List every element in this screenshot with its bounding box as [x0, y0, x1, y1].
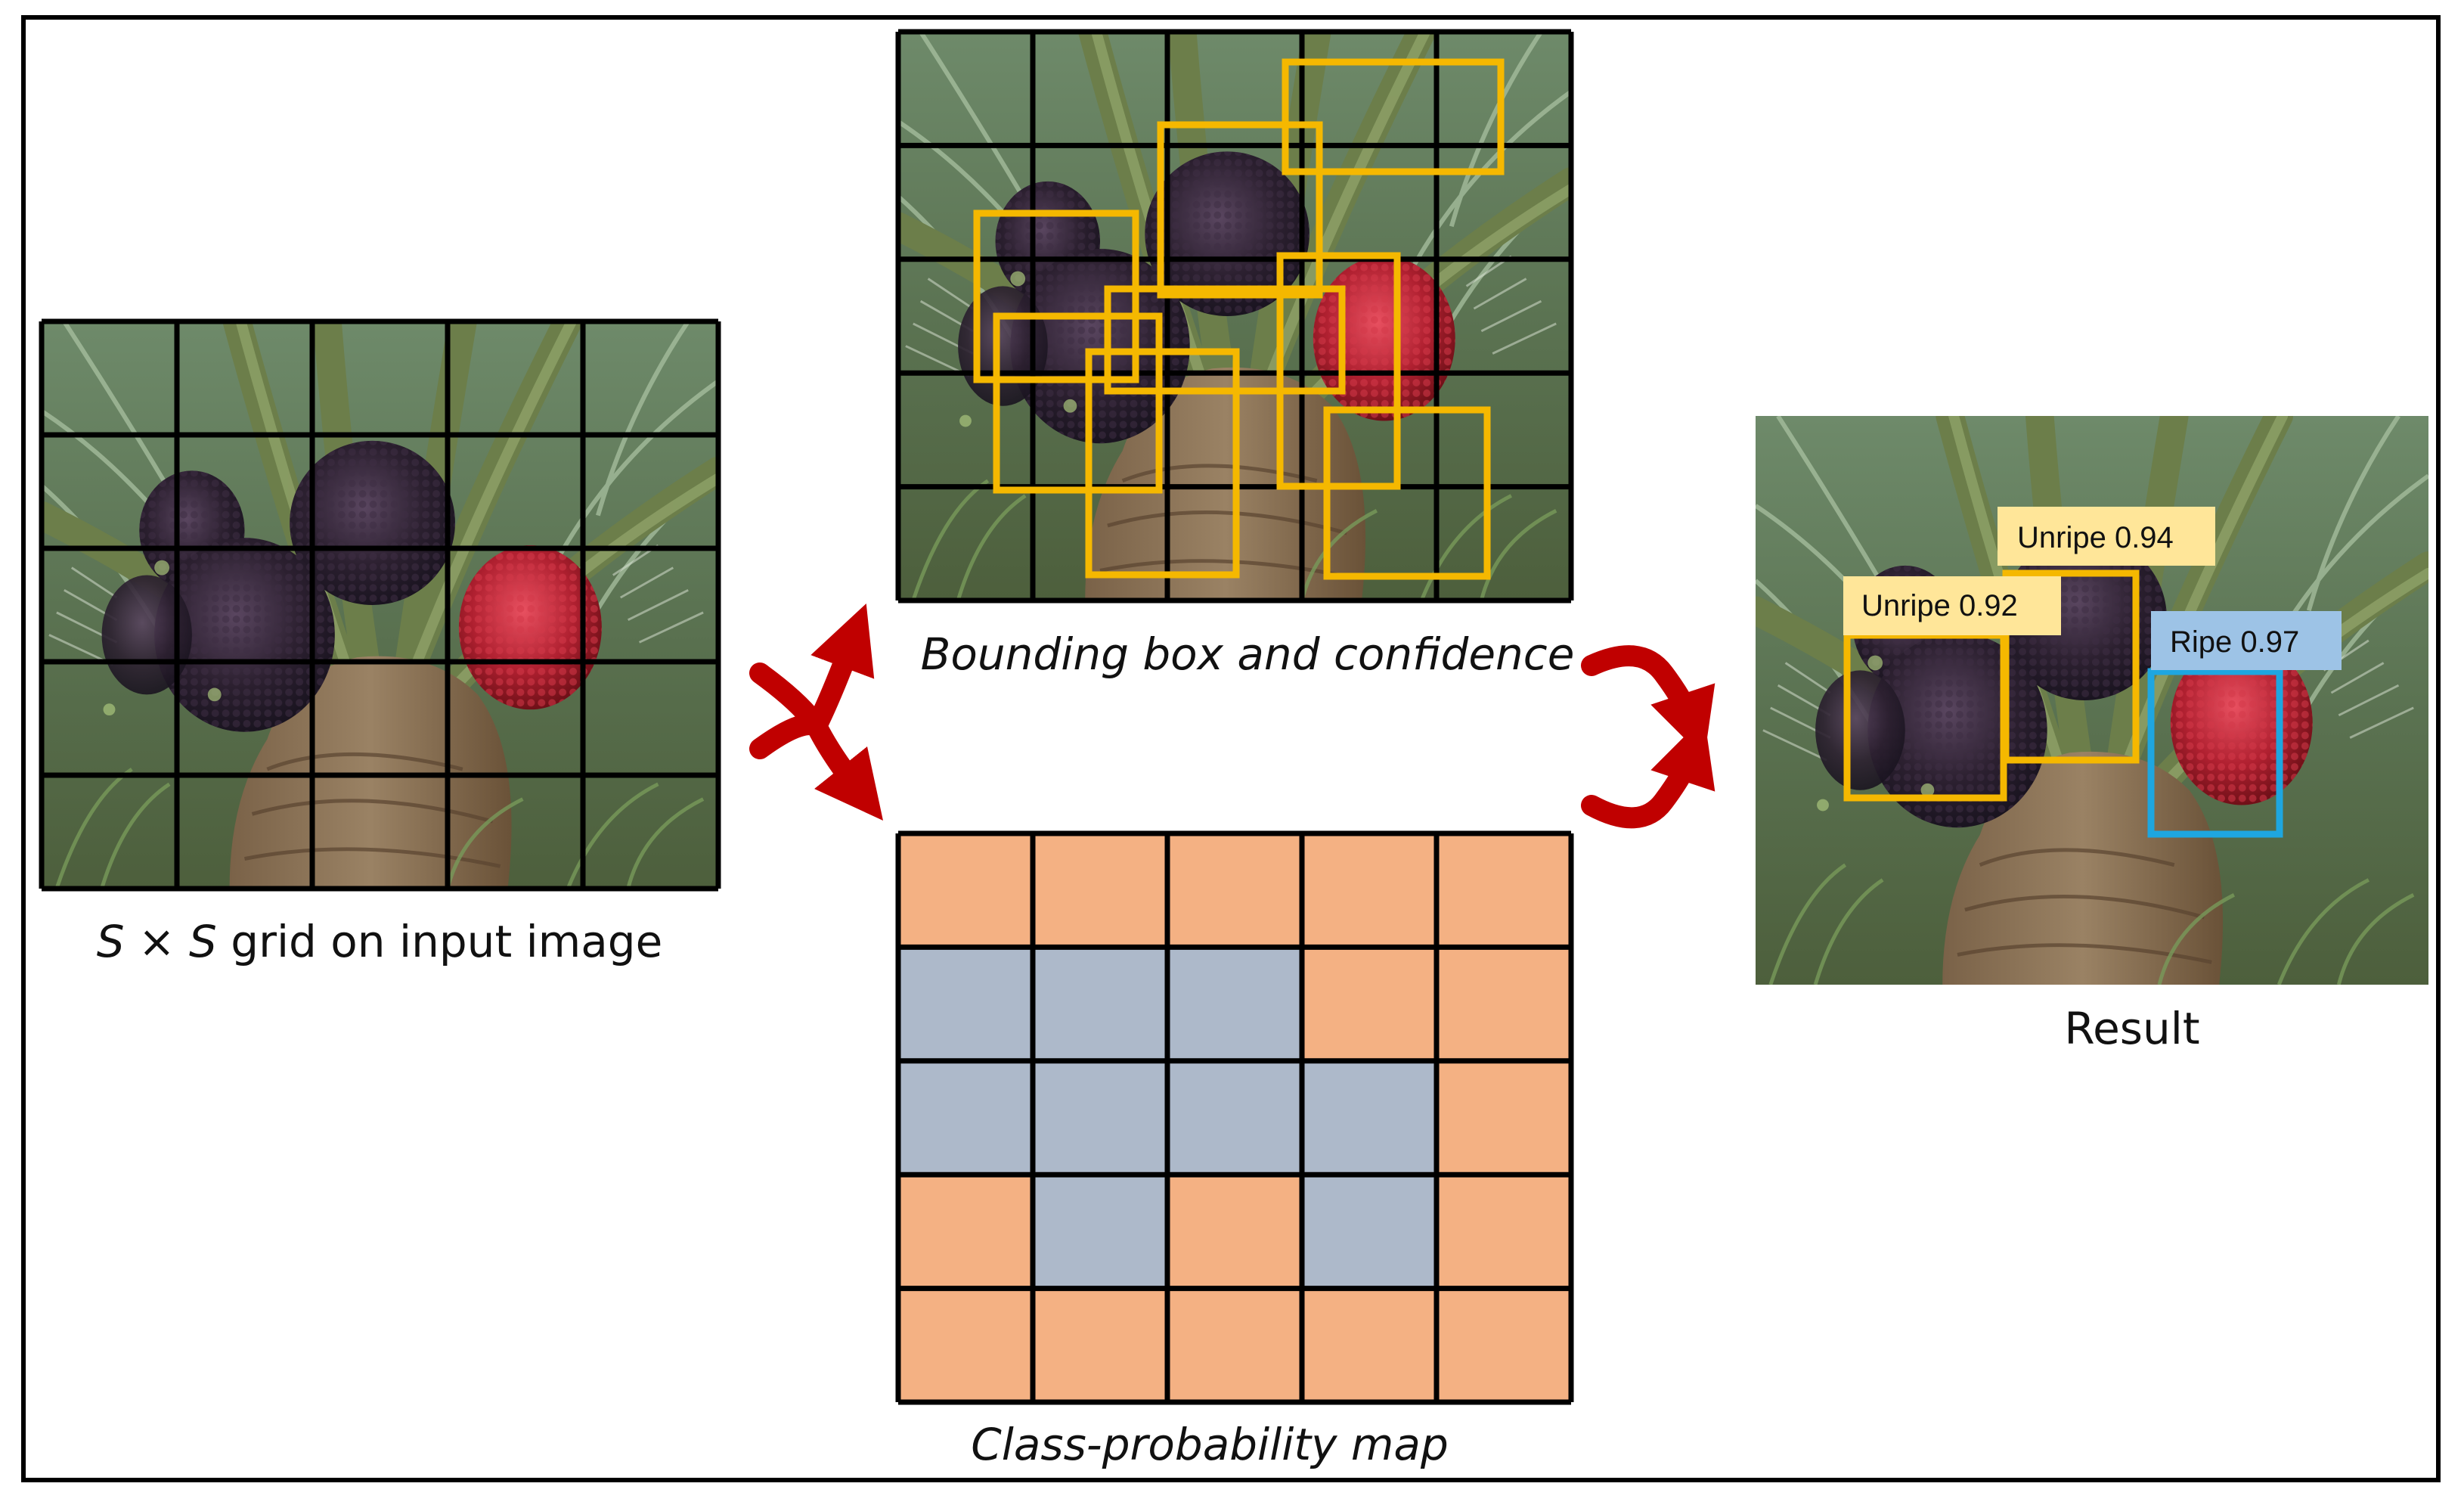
result-photo	[1756, 416, 2428, 985]
label-bg-unripe	[1843, 576, 2061, 635]
class-cell-blue	[1167, 947, 1302, 1061]
class-cell-orange	[1437, 1288, 1571, 1402]
arrow-to-bbox	[749, 604, 875, 747]
input-grid	[39, 318, 721, 892]
class-cell-orange	[1302, 947, 1437, 1061]
bbox-panel	[895, 29, 1574, 604]
class-cell-blue	[898, 947, 1033, 1061]
merge-arrows	[1581, 645, 1716, 829]
caption-input: S × S grid on input image	[97, 916, 663, 967]
detection-label: Ripe 0.97	[2170, 625, 2299, 659]
candidate-box	[993, 312, 1163, 494]
class-cell-orange	[1437, 947, 1571, 1061]
caption-classmap: Class-probability map	[971, 1419, 1449, 1470]
detection-unripe-2: Unripe 0.92	[1843, 576, 2061, 802]
class-cell-orange	[898, 1175, 1033, 1289]
class-cell-orange	[898, 1288, 1033, 1402]
class-cell-orange	[1167, 1175, 1302, 1289]
detection-label: Unripe 0.92	[1861, 589, 2018, 622]
result-panel: Unripe 0.94 Unripe 0.92 Ripe 0.97	[1756, 416, 2428, 985]
class-cell-blue	[1167, 1060, 1302, 1175]
label-bg-ripe	[2151, 611, 2342, 670]
class-cell-orange	[1302, 1288, 1437, 1402]
class-cell-orange	[1033, 1288, 1167, 1402]
class-cell-orange	[1437, 833, 1571, 948]
arrow-from-classmap	[1581, 716, 1716, 829]
class-cell-orange	[1437, 1060, 1571, 1175]
input-photo	[42, 321, 718, 889]
class-cell-blue	[898, 1060, 1033, 1175]
class-cell-blue	[1033, 1060, 1167, 1175]
class-cell-orange	[1033, 833, 1167, 948]
class-probability-map	[895, 830, 1574, 1405]
diagram-frame	[21, 15, 2441, 1482]
class-cell-orange	[1302, 833, 1437, 948]
candidate-box	[1323, 406, 1491, 580]
arrow-from-bbox	[1581, 645, 1716, 759]
class-cell-blue	[1033, 1175, 1167, 1289]
label-bg-unripe	[1998, 507, 2215, 566]
caption-bbox: Bounding box and confidence	[921, 628, 1575, 680]
detection-ripe: Ripe 0.97	[2147, 611, 2342, 838]
class-cell-blue	[1302, 1175, 1437, 1289]
split-arrows	[749, 604, 883, 821]
class-cell-blue	[1302, 1060, 1437, 1175]
arrow-to-classmap	[749, 714, 883, 821]
class-cell-orange	[898, 833, 1033, 948]
input-image-panel	[39, 318, 721, 892]
class-cell-orange	[1167, 833, 1302, 948]
candidate-box	[1282, 58, 1505, 175]
class-cell-blue	[1033, 947, 1167, 1061]
candidate-boxes	[973, 58, 1505, 580]
candidate-box	[1276, 252, 1401, 490]
candidate-box	[1157, 121, 1323, 299]
candidate-box	[1085, 348, 1240, 579]
detection-label: Unripe 0.94	[2017, 521, 2174, 554]
candidate-box	[1104, 285, 1346, 395]
class-cell-orange	[1167, 1288, 1302, 1402]
candidate-box	[973, 209, 1139, 383]
class-cell-orange	[1437, 1175, 1571, 1289]
bbox-ripe	[2147, 668, 2283, 838]
caption-result: Result	[2064, 1003, 2199, 1054]
